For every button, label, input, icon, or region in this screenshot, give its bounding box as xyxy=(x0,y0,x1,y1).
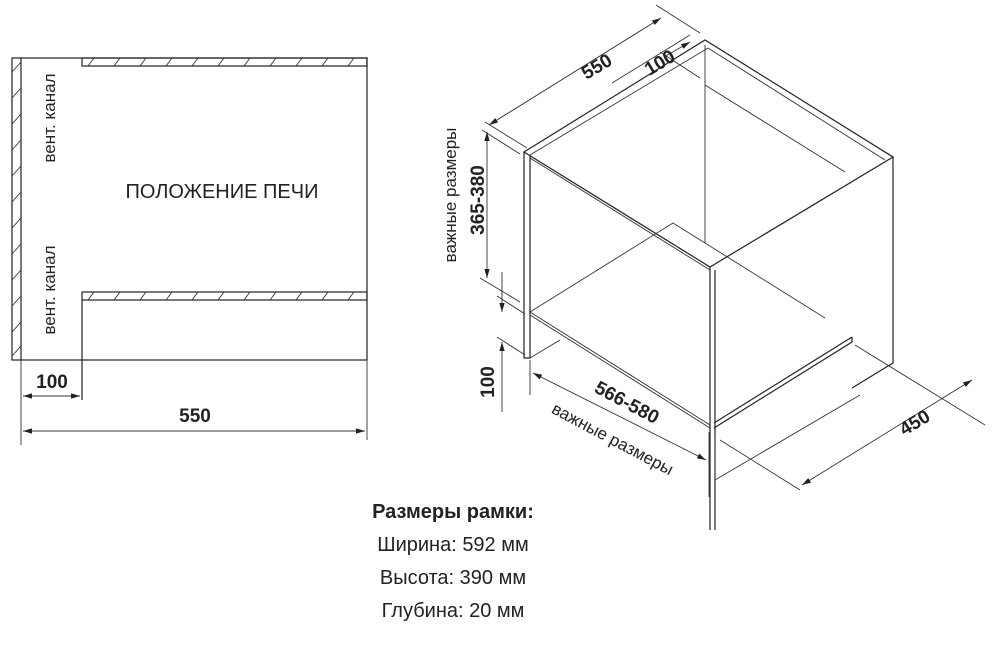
dim-line-iso-550 xyxy=(488,17,662,126)
frame-title: Размеры рамки: xyxy=(372,501,534,523)
iso-dim-side-label: 450 xyxy=(896,406,934,440)
iso-height-note: важные размеры xyxy=(441,128,460,263)
bottom-shelf xyxy=(81,291,368,301)
vent-channel-label-top: вент. канал xyxy=(40,73,59,162)
dim-line-450 xyxy=(801,379,973,486)
dim-channel-label: 100 xyxy=(36,372,68,393)
iso-view: 550 100 365-380 важные размеры 100 566-5… xyxy=(441,4,986,530)
top-panel xyxy=(522,39,895,268)
oven-position-label: ПОЛОЖЕНИЕ ПЕЧИ xyxy=(126,181,319,203)
iso-dim-bottom-gap-label: 100 xyxy=(478,366,499,398)
frame-dimensions: Размеры рамки: Ширина: 592 мм Высота: 39… xyxy=(300,496,606,628)
frame-width: Ширина: 592 мм xyxy=(377,534,529,556)
wall-hatch xyxy=(11,61,22,357)
niche-outline xyxy=(11,57,368,361)
frame-depth: Глубина: 20 мм xyxy=(381,600,525,622)
dim-line-width xyxy=(532,372,707,461)
top-shelf xyxy=(81,57,368,67)
dim-depth-label: 550 xyxy=(179,406,211,427)
iso-dim-height-label: 365-380 xyxy=(468,165,489,235)
vent-channel-label-bottom: вент. канал xyxy=(40,245,59,334)
plan-view: ПОЛОЖЕНИЕ ПЕЧИ вент. канал вент. канал 1… xyxy=(11,57,368,445)
iso-dim-depth-label: 550 xyxy=(578,50,616,84)
frame-height: Высота: 390 мм xyxy=(379,567,527,589)
iso-dim-width-label: 566-580 xyxy=(591,378,662,429)
